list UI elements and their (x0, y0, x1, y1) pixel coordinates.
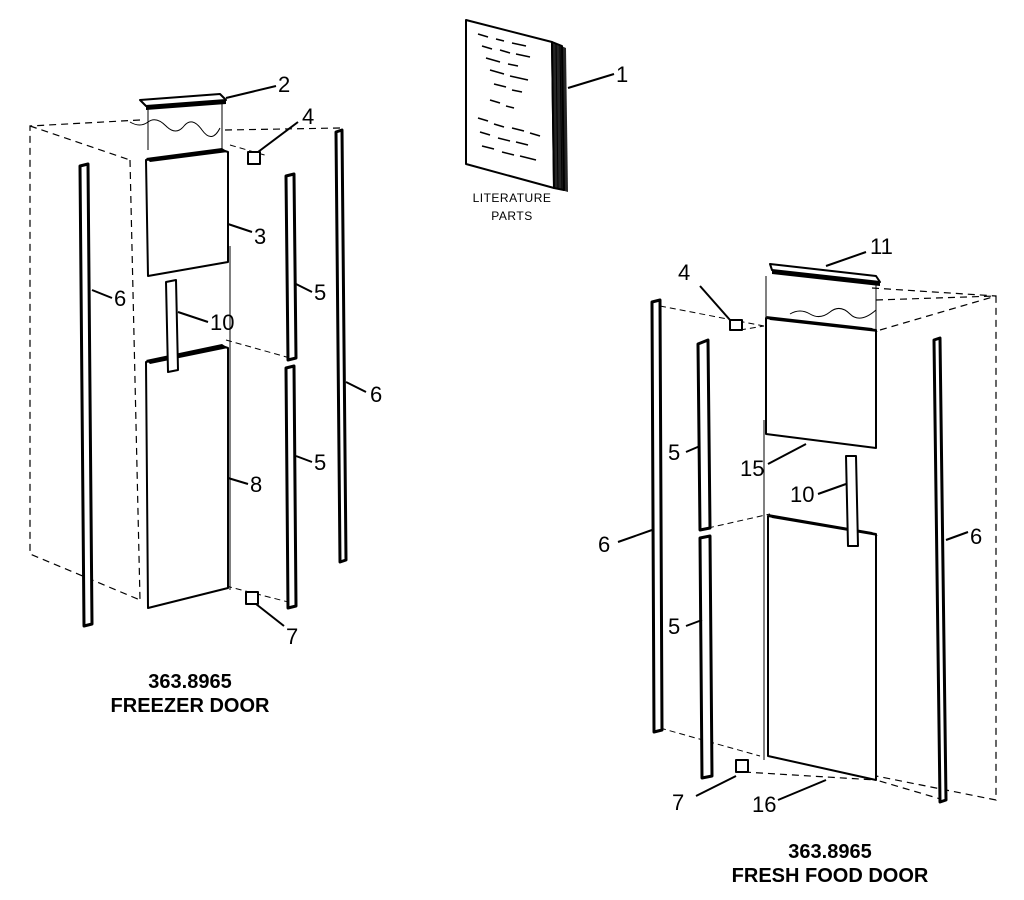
callout-5-upper: 5 (314, 280, 326, 305)
freezer-model-number: 363.8965 (148, 671, 231, 693)
callout-4: 4 (678, 260, 690, 285)
callout-11: 11 (870, 234, 893, 259)
part-8-lower-panel (145, 345, 229, 609)
part-6-right-strip (334, 128, 348, 564)
callout-8: 8 (250, 472, 262, 497)
freezer-door-title: FREEZER DOOR (111, 695, 270, 717)
part-7-block (245, 591, 259, 605)
freezer-door-assembly: 2 4 3 6 5 10 6 5 8 7 363.8965 FREEZER DO… (29, 72, 382, 717)
callout-5-lower: 5 (314, 450, 326, 475)
callout-6-left: 6 (598, 532, 610, 557)
parts-label: PARTS (491, 209, 532, 223)
callout-1: 1 (616, 62, 628, 87)
fresh-food-model-number: 363.8965 (788, 841, 871, 863)
fresh-food-door-assembly: 11 4 5 15 10 6 6 5 7 16 363.8965 FRESH F… (598, 234, 997, 887)
part-10-divider (165, 279, 179, 373)
part-4-block (729, 319, 743, 331)
callout-5-lower: 5 (668, 614, 680, 639)
part-5-lower-strip (698, 534, 714, 780)
callout-6-right: 6 (370, 382, 382, 407)
part-5-upper-strip (696, 338, 712, 532)
part-10-divider (845, 455, 859, 547)
callout-4: 4 (302, 104, 314, 129)
callout-2: 2 (278, 72, 290, 97)
callout-6-left: 6 (114, 286, 126, 311)
fresh-food-door-title: FRESH FOOD DOOR (732, 865, 929, 887)
fresh-food-leader-lines (617, 251, 969, 801)
freezer-leader-lines (91, 85, 367, 627)
callout-15: 15 (740, 456, 764, 481)
part-15-upper-panel (765, 317, 877, 449)
part-6-left-strip (78, 162, 94, 628)
literature-label: LITERATURE (473, 191, 552, 205)
part-6-left-strip (650, 298, 664, 734)
callout-7: 7 (672, 790, 684, 815)
callout-16: 16 (752, 792, 776, 817)
callout-5-upper: 5 (668, 440, 680, 465)
callout-3: 3 (254, 224, 266, 249)
part-3-upper-panel (145, 149, 229, 277)
part-5-lower-strip (284, 364, 298, 610)
callout-10: 10 (790, 482, 814, 507)
door-outline (875, 295, 997, 801)
book-text-marks (477, 33, 541, 161)
part-5-upper-strip (284, 172, 298, 362)
part-6-right-strip (932, 336, 948, 804)
part-16-lower-panel (767, 515, 877, 781)
leader-line (567, 73, 615, 89)
callout-10: 10 (210, 310, 234, 335)
part-4-block (247, 151, 261, 165)
door-outline (29, 119, 141, 601)
callout-6-right: 6 (970, 524, 982, 549)
literature-book: 1 LITERATURE PARTS (465, 19, 628, 223)
part-7-block (735, 759, 749, 773)
callout-7: 7 (286, 624, 298, 649)
